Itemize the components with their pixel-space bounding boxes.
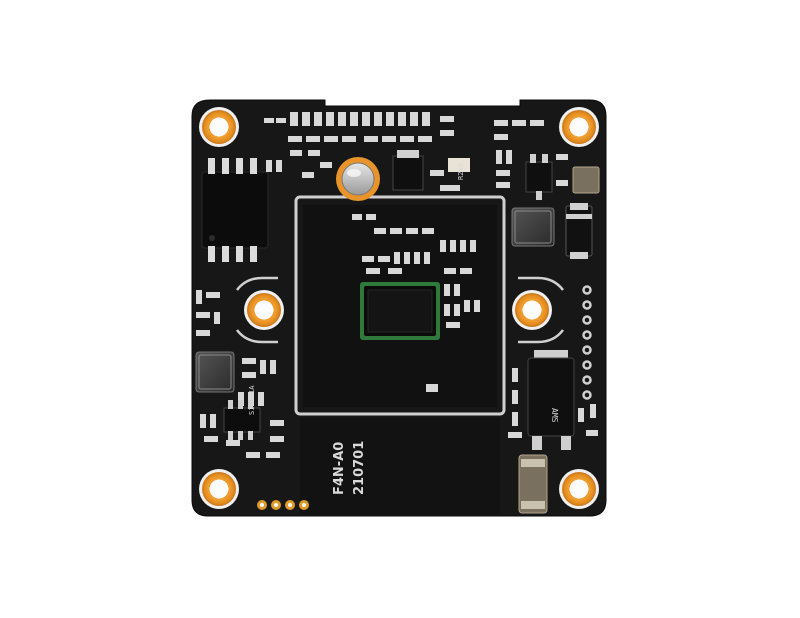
lower-pad-area	[300, 418, 500, 516]
mounting-hole-top-right	[559, 107, 599, 147]
image-sensor-chip	[360, 282, 440, 340]
header-pins-bottom	[257, 500, 309, 510]
mosfet-top	[392, 150, 424, 191]
header-pins-right	[582, 285, 592, 400]
inductor-code-label: S1S0D1A	[248, 385, 256, 415]
voltage-regulator: AMS	[527, 350, 575, 450]
chip-marking-label: R200	[457, 163, 465, 180]
sot-transistor	[525, 154, 553, 200]
inductor-left	[195, 351, 235, 393]
top-screw	[336, 157, 380, 201]
lens-hole-right	[512, 290, 552, 330]
board-version-label: F4N-A0	[332, 442, 347, 495]
mounting-hole-top-left	[199, 107, 239, 147]
mounting-hole-bottom-left	[199, 469, 239, 509]
mounting-hole-bottom-right	[559, 469, 599, 509]
capacitor-top-right	[572, 166, 600, 194]
smd-components	[196, 112, 598, 458]
diode-right	[565, 203, 593, 259]
inductor-right	[511, 207, 555, 247]
soic8-chip	[201, 158, 269, 262]
small-ic-left: S1S0D1A	[223, 385, 261, 440]
sensor-frame	[294, 195, 506, 416]
svg-text:AMS: AMS	[550, 408, 559, 423]
date-code-label: 210701	[352, 441, 367, 495]
lens-hole-left	[244, 290, 284, 330]
capacitor-bottom-right	[518, 454, 548, 514]
